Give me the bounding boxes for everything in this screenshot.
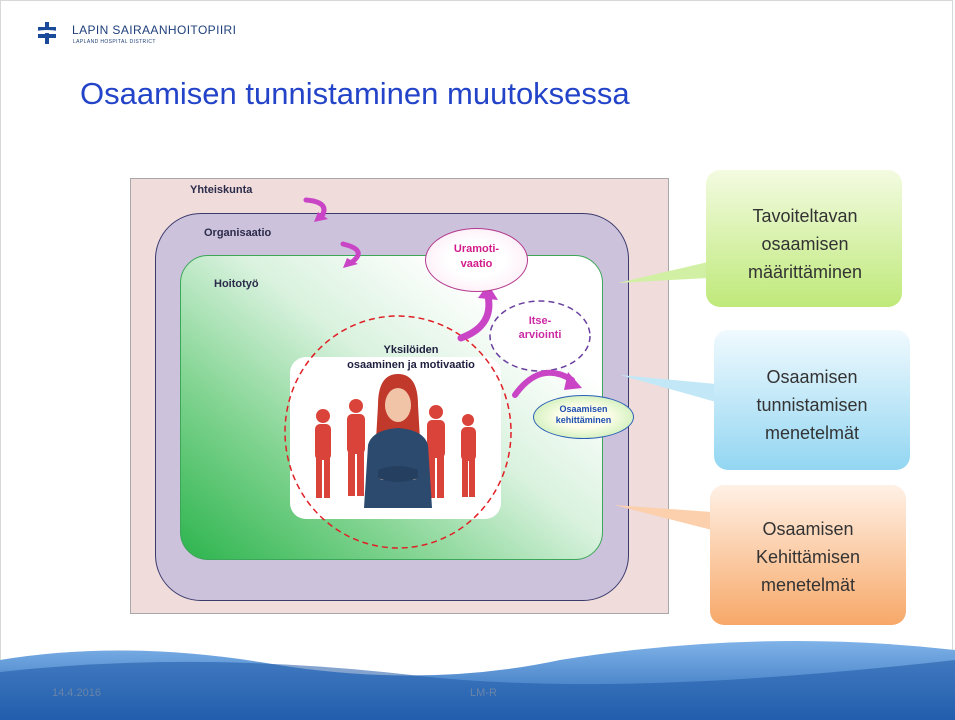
career-motivation-ellipse bbox=[425, 228, 528, 292]
self-assessment-label: Itse- arviointi bbox=[518, 315, 562, 341]
arrow-head-icon bbox=[314, 212, 328, 222]
curved-arrow-icon bbox=[457, 292, 493, 342]
callout-shape bbox=[620, 330, 910, 470]
nursing-label: Hoitotyö bbox=[214, 278, 259, 290]
career-motivation-label: Uramoti- vaatio bbox=[453, 243, 500, 270]
society-label: Yhteiskunta bbox=[190, 184, 253, 196]
page-title: Osaamisen tunnistaminen muutoksessa bbox=[80, 76, 630, 111]
individual-dashed-circle bbox=[284, 315, 512, 549]
callout-shape bbox=[618, 170, 902, 307]
person-figure bbox=[347, 399, 365, 496]
competence-development-label: Osaamisen kehittäminen bbox=[555, 404, 612, 425]
arrow-head-icon bbox=[478, 284, 498, 300]
person-figure bbox=[315, 409, 331, 498]
woman-figure bbox=[364, 374, 432, 508]
curved-arrow-icon bbox=[340, 241, 361, 265]
callout-shape bbox=[614, 485, 906, 625]
org-subtitle: LAPLAND HOSPITAL DISTRICT bbox=[73, 39, 156, 45]
callout-development-methods: Osaamisen Kehittämisen menetelmät bbox=[755, 519, 861, 595]
individual-competence-label: Yksilöiden osaaminen ja motivaatio bbox=[347, 344, 475, 371]
people-illustration bbox=[315, 399, 476, 498]
person-figure bbox=[461, 414, 476, 497]
footer-date: 14.4.2016 bbox=[52, 687, 101, 699]
self-assessment-circle bbox=[489, 300, 591, 372]
competence-development-ellipse bbox=[533, 395, 634, 439]
organisation-label: Organisaatio bbox=[204, 227, 272, 239]
arrow-head-icon bbox=[564, 372, 582, 390]
callout-identification-methods: Osaamisen tunnistamisen menetelmät bbox=[756, 367, 868, 443]
org-name: LAPIN SAIRAANHOITOPIIRI bbox=[72, 23, 237, 37]
arrow-head-icon bbox=[343, 258, 358, 268]
footer-wave-shadow bbox=[0, 660, 955, 720]
footer-author: LM-R bbox=[470, 687, 497, 699]
curved-arrow-icon bbox=[303, 197, 327, 219]
curved-arrow-icon bbox=[512, 369, 575, 398]
callout-target-competence: Tavoiteltavan osaamisen määrittäminen bbox=[747, 206, 863, 282]
person-figure bbox=[427, 405, 445, 498]
